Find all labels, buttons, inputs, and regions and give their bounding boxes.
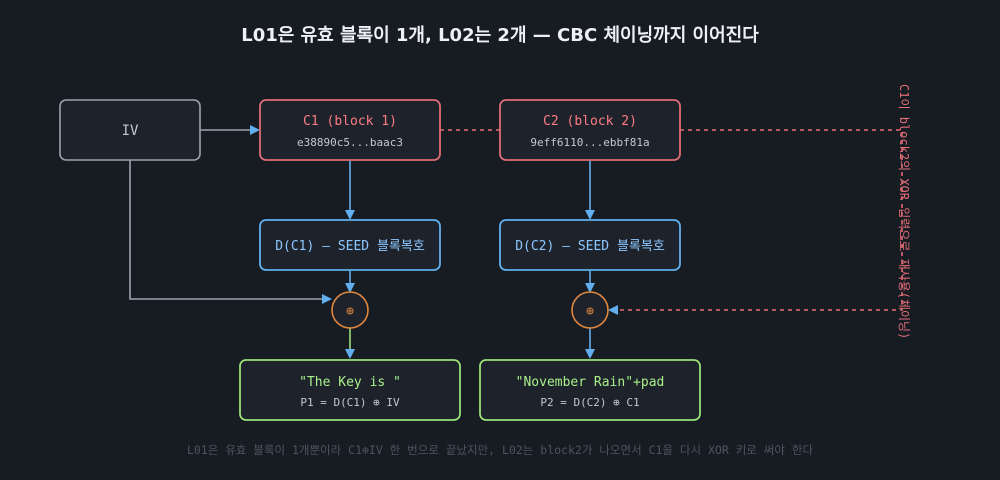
node-c1-label: C1 (block 1) xyxy=(303,114,397,129)
node-c2: C2 (block 2) 9eff6110...ebbf81a xyxy=(499,99,681,161)
node-iv: IV xyxy=(59,99,201,161)
node-p1-sub: P1 = D(C1) ⊕ IV xyxy=(300,396,400,409)
node-p2-sub: P2 = D(C2) ⊕ C1 xyxy=(540,396,639,409)
edge-iv-to-xor1 xyxy=(129,160,332,304)
node-p1: "The Key is " P1 = D(C1) ⊕ IV xyxy=(239,359,461,421)
node-xor1-label: ⊕ xyxy=(346,304,354,319)
node-c2-label: C2 (block 2) xyxy=(543,114,637,129)
node-d1: D(C1) — SEED 블록복호 xyxy=(259,219,441,271)
node-d1-label: D(C1) — SEED 블록복호 xyxy=(275,239,425,254)
edge-chain-c1-to-xor2 xyxy=(440,129,903,315)
node-xor2: ⊕ xyxy=(571,291,609,329)
chain-side-note: C1이 block2의 XOR 입력으로 재사용(체이닝) xyxy=(897,84,911,339)
node-c2-sub: 9eff6110...ebbf81a xyxy=(530,136,649,149)
node-d2: D(C2) — SEED 블록복호 xyxy=(499,219,681,271)
footer-note: L01은 유효 블록이 1개뿐이라 C1⊕IV 한 번으로 끝났지만, L02는… xyxy=(187,443,814,457)
node-p2: "November Rain"+pad P2 = D(C2) ⊕ C1 xyxy=(479,359,701,421)
node-iv-label: IV xyxy=(122,123,139,139)
diagram-title: L01은 유효 블록이 1개, L02는 2개 — CBC 체이닝까지 이어진다 xyxy=(241,25,759,46)
node-xor2-label: ⊕ xyxy=(586,304,594,319)
node-c1-sub: e38890c5...baac3 xyxy=(297,136,403,149)
node-c1: C1 (block 1) e38890c5...baac3 xyxy=(259,99,441,161)
node-xor1: ⊕ xyxy=(331,291,369,329)
edges xyxy=(129,125,903,359)
node-d2-label: D(C2) — SEED 블록복호 xyxy=(515,239,665,254)
node-p1-label: "The Key is " xyxy=(299,375,401,390)
node-p2-label: "November Rain"+pad xyxy=(516,375,665,390)
